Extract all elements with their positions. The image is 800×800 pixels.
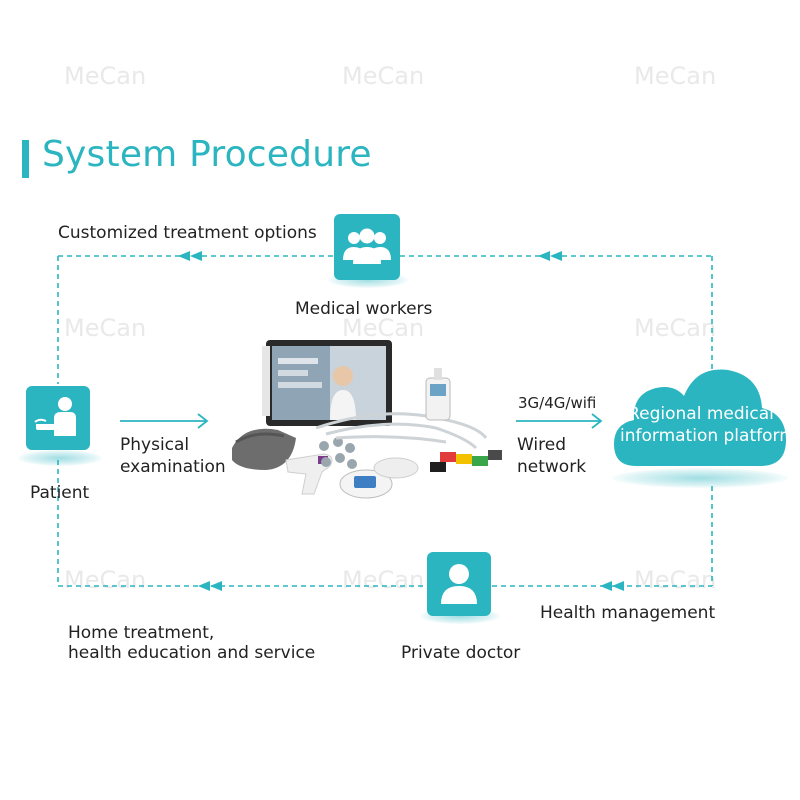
watermark: MeCan	[634, 62, 717, 90]
watermark: MeCan	[64, 314, 147, 342]
platform-label-line1: Regional medical	[628, 404, 774, 424]
watermark: MeCan	[634, 566, 717, 594]
wired-label-line2: network	[517, 457, 587, 477]
watermark: MeCan	[634, 314, 717, 342]
title-accent-bar	[22, 140, 29, 178]
watermark: MeCan	[342, 314, 425, 342]
patient-node	[26, 386, 90, 450]
medical-workers-node	[334, 214, 400, 280]
wired-label-line1: Wired	[517, 435, 567, 455]
medical-devices-image	[232, 340, 502, 499]
patient-label: Patient	[30, 483, 90, 503]
double-arrow-marker	[198, 581, 222, 591]
person-icon	[441, 564, 477, 604]
cloud-icon	[614, 369, 786, 466]
platform-label-line2: information platform	[620, 426, 796, 446]
private-doctor-label: Private doctor	[401, 643, 521, 663]
double-arrow-marker	[178, 251, 202, 261]
home-treatment-label-line2: health education and service	[68, 643, 316, 663]
watermark: MeCan	[342, 62, 425, 90]
home-treatment-label-line1: Home treatment,	[68, 623, 215, 643]
patient-icon	[34, 397, 76, 436]
health-management-label: Health management	[540, 603, 716, 623]
watermark: MeCan	[64, 62, 147, 90]
watermark: MeCan	[64, 566, 147, 594]
physical-label-line2: examination	[120, 457, 226, 477]
physical-label-line1: Physical	[120, 435, 190, 455]
node-shadow	[612, 468, 788, 488]
page-title: System Procedure	[42, 134, 372, 175]
node-shadow	[18, 450, 102, 466]
customized-treatment-label: Customized treatment options	[58, 223, 317, 243]
group-icon	[343, 228, 391, 264]
private-doctor-node	[427, 552, 491, 616]
double-arrow-marker	[600, 581, 624, 591]
connectivity-label: 3G/4G/wifi	[518, 394, 597, 412]
arrow-head	[197, 413, 209, 429]
watermark: MeCan	[342, 566, 425, 594]
medical-workers-label: Medical workers	[295, 299, 433, 319]
arrow-head	[591, 413, 603, 429]
tablet-device	[262, 340, 392, 426]
double-arrow-marker	[538, 251, 562, 261]
